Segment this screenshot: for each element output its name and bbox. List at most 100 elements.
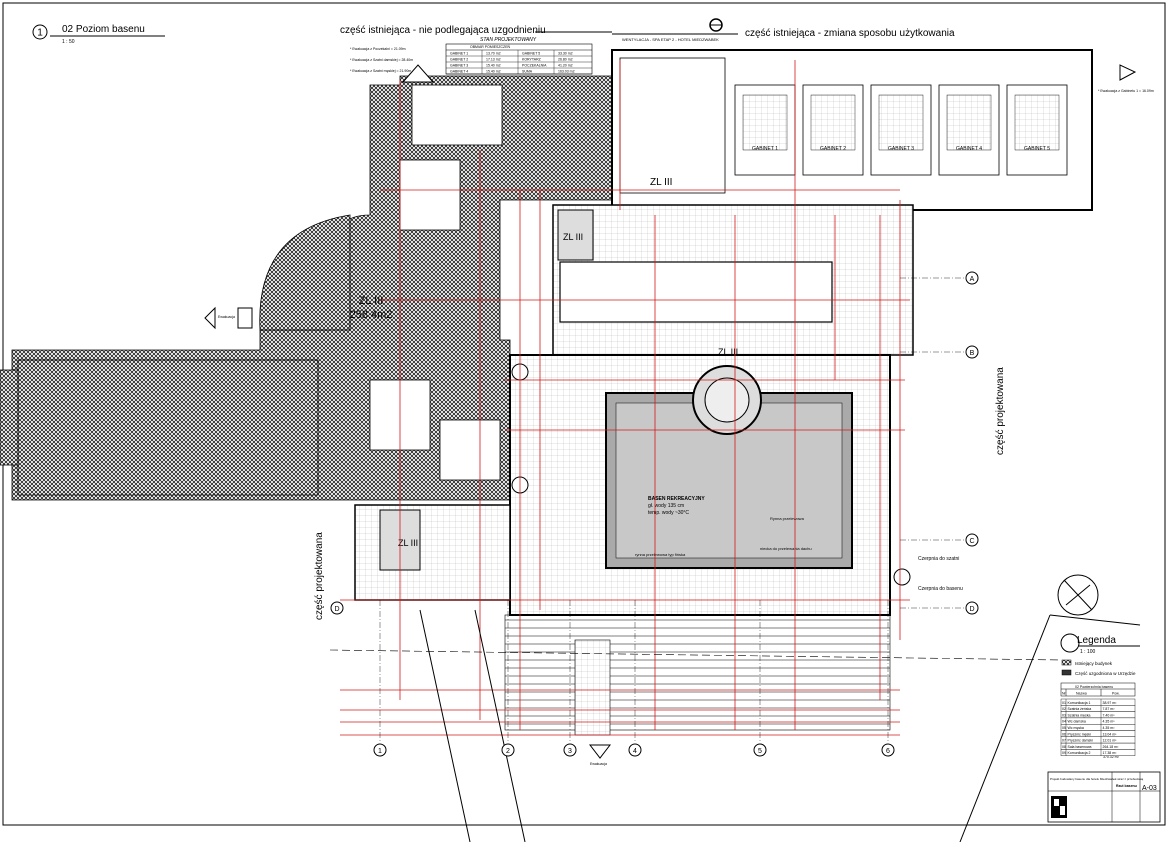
table-cell: GABINET 2 — [450, 58, 468, 62]
area-table-header: Pow. — [1112, 692, 1120, 696]
svg-text:09: 09 — [1062, 751, 1066, 755]
zone-label: ZL III — [563, 232, 583, 242]
evac-note: * Ewakuacja z Szatni damskiej = 28.40m — [350, 58, 413, 62]
room-label: GABINET 4 — [956, 146, 982, 152]
svg-text:Prysznic męski: Prysznic męski — [1068, 732, 1092, 736]
evac-label: Ewakuacja — [590, 762, 607, 766]
evacuation-arrow-icon: Ewakuacja — [204, 306, 253, 330]
legend-swatch-agreed — [1061, 669, 1072, 676]
grid-axes-rows: A B C D D — [330, 271, 979, 615]
evac-note: * Ewakuacja z Szatni męskiej = 21.90m — [350, 69, 411, 73]
svg-text:D: D — [334, 606, 339, 613]
evacuation-notes: * Ewakuacja z Poczekalni = 21.09m * Ewak… — [350, 47, 413, 73]
projected-label-right: część projektowana — [995, 367, 1006, 455]
svg-text:D: D — [969, 606, 974, 613]
grid-axis-marker: 2 — [501, 600, 515, 757]
terrace — [504, 614, 891, 736]
title-block-project: Projekt budowlany basenu dla hotelu Mied… — [1050, 777, 1144, 781]
svg-text:Prysznic damski: Prysznic damski — [1068, 739, 1094, 743]
grid-axis-marker: 6 — [881, 600, 895, 757]
zone-area: 258.4m2 — [350, 309, 393, 321]
room-cabin: GABINET 1 — [734, 84, 796, 176]
room-label: GABINET 3 — [888, 146, 914, 152]
svg-text:07: 07 — [1062, 739, 1066, 743]
area-table-title: 02 Powierzchnia basenu — [1075, 685, 1113, 689]
table-cell: 163.03 m2 — [558, 70, 575, 74]
title-block: Projekt budowlany basenu dla hotelu Mied… — [1047, 771, 1161, 823]
table-subtitle: STAN PROJEKTOWANY — [480, 37, 537, 43]
table-cell: GABINET 1 — [450, 52, 468, 56]
room-label: GABINET 2 — [820, 146, 846, 152]
grid-axis-marker: 3 — [563, 600, 577, 757]
svg-text:08: 08 — [1062, 745, 1066, 749]
svg-text:04: 04 — [1062, 720, 1066, 724]
projected-label-left: część projektowana — [314, 532, 325, 620]
plot-boundary — [329, 609, 1141, 842]
grid-axis-marker: 1 — [373, 600, 387, 757]
room-cabin: GABINET 5 — [1006, 84, 1068, 176]
room-cabin: GABINET 3 — [870, 84, 932, 176]
svg-text:B: B — [970, 350, 975, 357]
room-cabin: GABINET 2 — [802, 84, 864, 176]
room-label: GABINET 1 — [752, 146, 778, 152]
svg-text:4.35 m²: 4.35 m² — [1103, 726, 1116, 730]
table-cell: 15.40 m2 — [486, 70, 501, 74]
right-note: Czerpnia do szatni — [918, 556, 959, 562]
svg-text:C: C — [969, 538, 974, 545]
evac-note: * Ewakuacja z Poczekalni = 21.09m — [350, 47, 406, 51]
north-arrow-icon — [1057, 574, 1099, 616]
view-name: 02 Poziom basenu — [62, 24, 145, 35]
svg-text:1: 1 — [378, 748, 382, 755]
pool-note: rynna przelewowa typ fińska — [635, 552, 686, 557]
svg-text:7.87 m²: 7.87 m² — [1103, 707, 1116, 711]
evacuation-arrow-icon — [401, 64, 435, 83]
pool-note: niecka do przelewania dachu — [760, 546, 812, 551]
svg-text:Wc damska: Wc damska — [1068, 720, 1086, 724]
svg-text:Komunikacja 2: Komunikacja 2 — [1068, 751, 1091, 755]
header-existing-change-use: część istniejąca - zmiana sposobu użytko… — [745, 28, 955, 39]
pool-depth: gł. wody 135 cm — [648, 503, 684, 509]
section-marker-icon — [709, 18, 723, 32]
projected-entrance: ZL III — [354, 504, 511, 601]
room-label: GABINET 5 — [1024, 146, 1050, 152]
existing-rooms-table: STAN PROJEKTOWANY OBMIAR POMIESZCZEŃ GAB… — [445, 37, 593, 75]
svg-text:7.40 m²: 7.40 m² — [1103, 713, 1116, 717]
legend-scale: 1 : 100 — [1080, 649, 1096, 655]
spa-wing: GABINET 1 GABINET 2 GABINET 3 GABINET 4 GABI… — [611, 49, 1093, 211]
svg-text:01: 01 — [1062, 701, 1066, 705]
svg-text:Wc męska: Wc męska — [1068, 726, 1084, 730]
table-cell: GABINET 3 — [450, 64, 468, 68]
header-existing-not-agreed: część istniejąca - nie podlegająca uzgod… — [340, 25, 546, 36]
table-caption: OBMIAR POMIESZCZEŃ — [470, 45, 511, 49]
table-cell: GABINET 4 — [450, 70, 468, 74]
pool-hall: BASEN REKREACYJNY gł. wody 135 cm temp. … — [509, 354, 963, 616]
zone-label: ZL III — [650, 177, 672, 188]
view-number: 1 — [37, 28, 43, 39]
pool-temp: temp. wody ~30°C — [648, 510, 689, 516]
grid-axis-marker: A — [900, 271, 979, 285]
grid-axis-marker: 4 — [628, 600, 642, 757]
changing-rooms-block: ZL III ZL III — [552, 204, 914, 357]
area-table-header: Nr — [1062, 692, 1067, 696]
pool-label: BASEN REKREACYJNY — [648, 496, 705, 502]
table-cell: KORYTARZ — [522, 58, 542, 62]
evac-label: Ewakuacja — [218, 315, 235, 319]
right-note: Czerpnia do basenu — [918, 586, 963, 592]
svg-text:05: 05 — [1062, 726, 1066, 730]
svg-text:4: 4 — [633, 748, 637, 755]
zone-label: ZL III — [718, 347, 738, 357]
legend-item: Istniejący budynek — [1075, 661, 1113, 666]
svg-text:6: 6 — [886, 748, 890, 755]
table-cell: 15.40 m2 — [486, 64, 501, 68]
svg-text:5: 5 — [758, 748, 762, 755]
table-cell: 41.20 m2 — [558, 64, 573, 68]
